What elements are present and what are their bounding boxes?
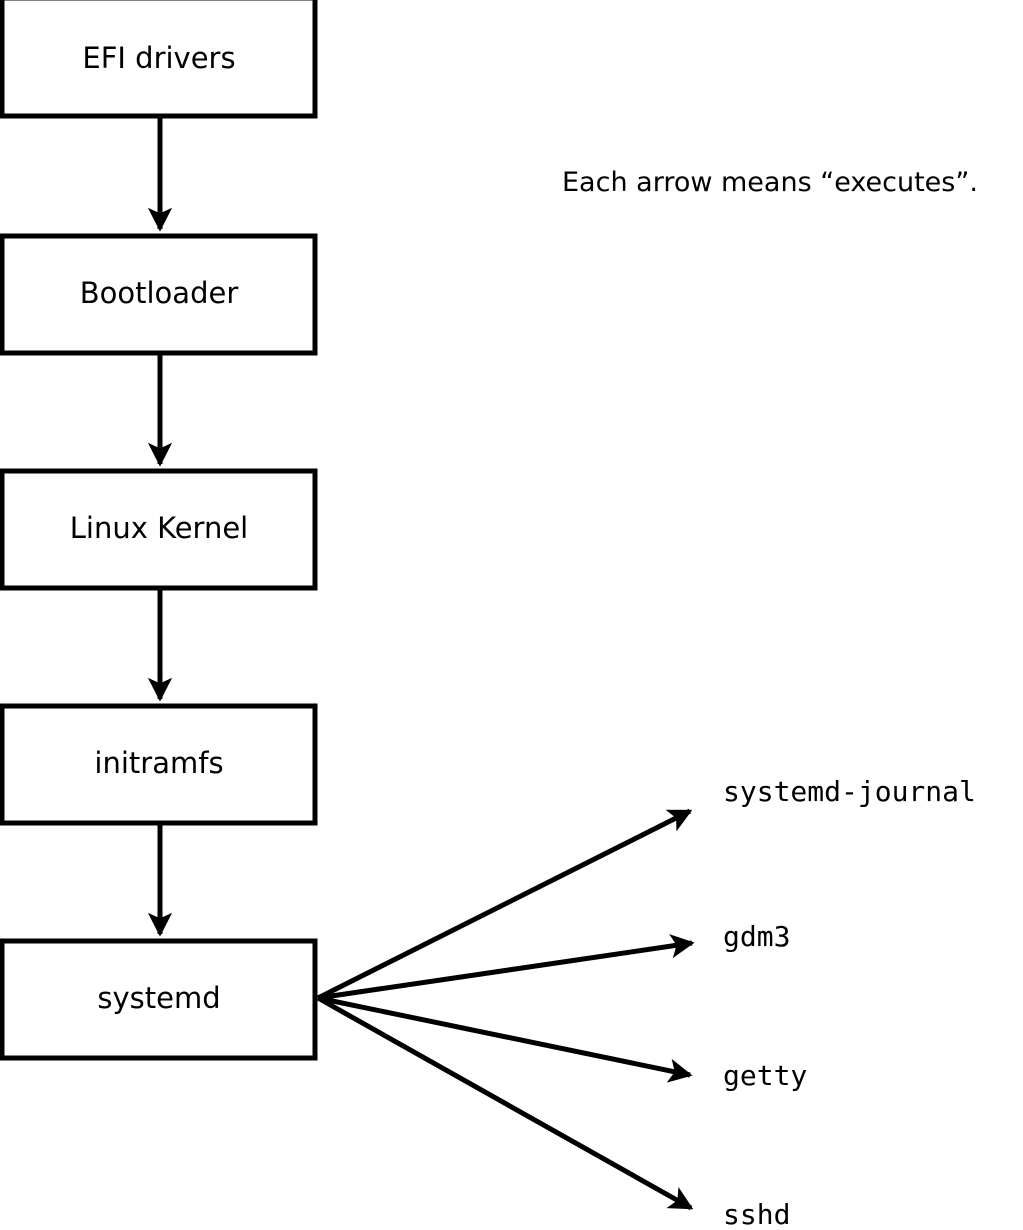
box-linux-kernel-rect xyxy=(0,468,318,591)
systemd-fanout-arrows-group xyxy=(316,808,695,1211)
box-efi-drivers-label: EFI drivers xyxy=(82,41,235,75)
box-efi-drivers-rect xyxy=(0,0,318,119)
service-label-systemd-journal[interactable]: systemd-journal xyxy=(723,775,976,808)
box-initramfs[interactable]: initramfs xyxy=(0,703,318,826)
service-labels-group: systemd-journal gdm3 getty sshd xyxy=(723,775,976,1230)
box-systemd-label: systemd xyxy=(97,981,220,1015)
service-label-gdm3[interactable]: gdm3 xyxy=(723,920,790,953)
arrow-systemd-to-systemd-journal xyxy=(316,808,693,1001)
service-label-sshd[interactable]: sshd xyxy=(723,1198,790,1230)
box-linux-kernel[interactable]: Linux Kernel xyxy=(0,468,318,591)
box-initramfs-label: initramfs xyxy=(94,746,223,780)
box-efi-drivers[interactable]: EFI drivers xyxy=(0,0,318,119)
arrow-systemd-to-gdm3 xyxy=(317,934,695,1001)
service-label-getty[interactable]: getty xyxy=(723,1059,807,1092)
box-systemd-rect xyxy=(0,938,318,1061)
box-linux-kernel-label: Linux Kernel xyxy=(70,511,248,545)
box-bootloader[interactable]: Bootloader xyxy=(0,233,318,356)
box-bootloader-label: Bootloader xyxy=(80,276,239,310)
legend-note: Each arrow means “executes”. xyxy=(562,167,978,198)
arrow-systemd-to-getty xyxy=(317,995,693,1083)
box-initramfs-rect xyxy=(0,703,318,826)
box-systemd[interactable]: systemd xyxy=(0,938,318,1061)
arrow-systemd-to-sshd xyxy=(316,995,694,1211)
